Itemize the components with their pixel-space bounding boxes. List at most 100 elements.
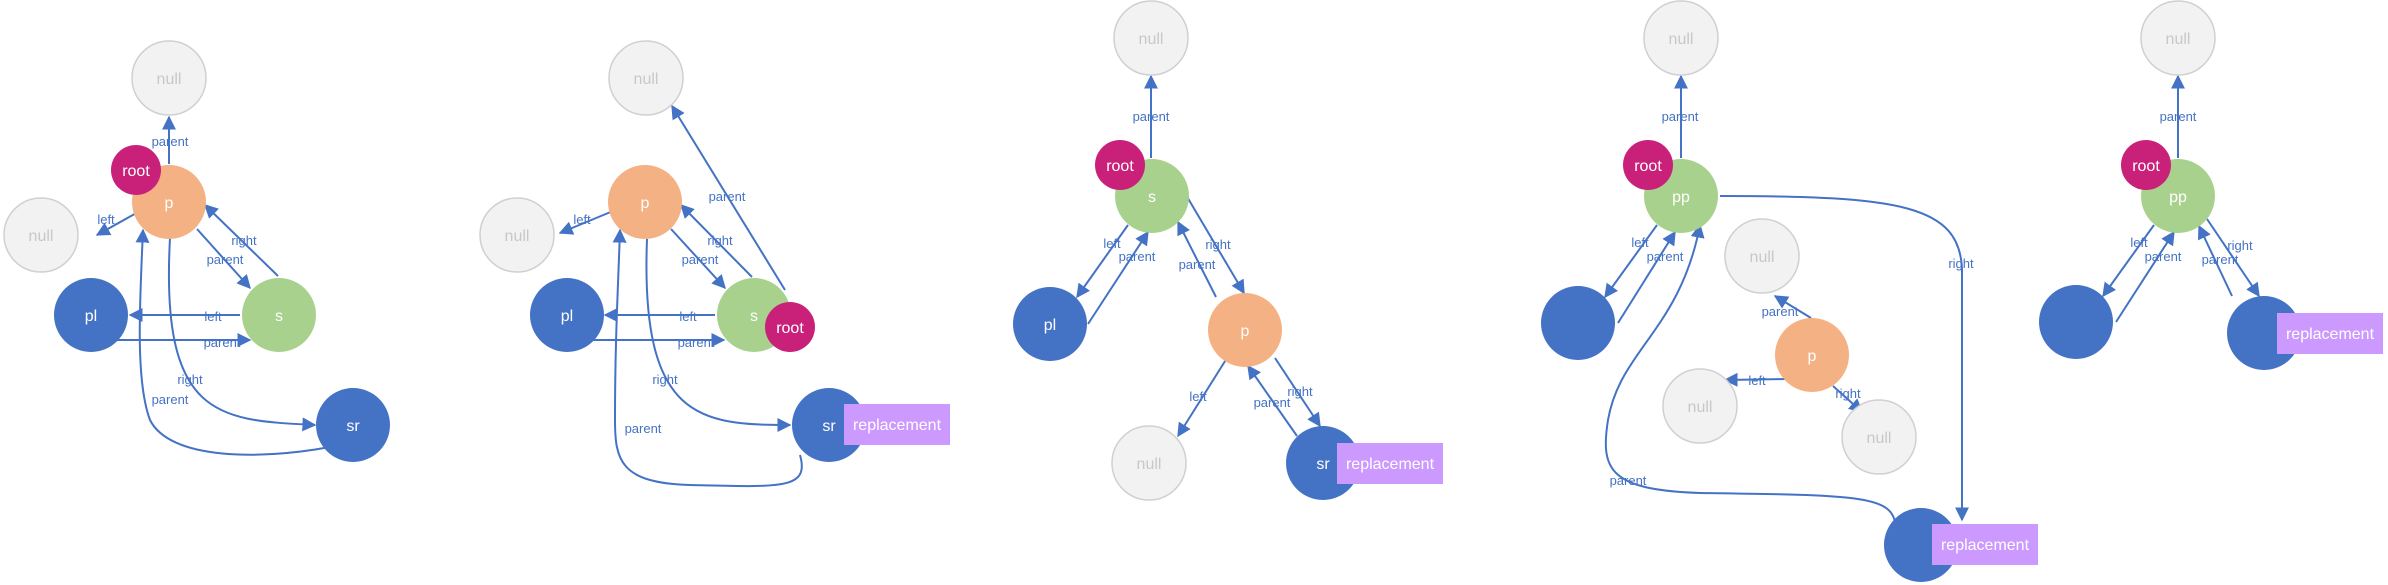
edge-pp-right-replacement: [1719, 195, 1969, 522]
edge-label-parent: parent: [207, 252, 244, 267]
edge-label-left: left: [204, 309, 222, 324]
edge-label-parent: parent: [2202, 252, 2239, 267]
null-node-label: null: [1688, 399, 1713, 416]
null-node-label: null: [505, 228, 530, 245]
edge-label-right: right: [2227, 238, 2253, 253]
edge-label-right: right: [1835, 386, 1861, 401]
node-sr: [316, 388, 390, 462]
edge-label-right: right: [231, 233, 257, 248]
edge-label-left: left: [2130, 235, 2148, 250]
panel-5-edges: [2102, 74, 2260, 323]
null-node: [1111, 425, 1187, 501]
edge-s-left-pl: [1076, 224, 1129, 299]
edge-label-parent: parent: [1610, 473, 1647, 488]
root-badge-label: root: [2132, 158, 2160, 175]
root-badge: [1623, 140, 1673, 190]
edge-replacement-parent-pp: [2198, 224, 2233, 297]
root-badge: [765, 302, 815, 352]
null-node-label: null: [2166, 31, 2191, 48]
node-sr-label: sr: [346, 418, 360, 435]
null-node: [1113, 0, 1189, 76]
edge-sr-parent-p: [612, 228, 803, 488]
node-sr-label: sr: [822, 418, 836, 435]
edge-p-left-null: [95, 210, 141, 236]
null-node-label: null: [634, 71, 659, 88]
null-node-label: null: [157, 71, 182, 88]
edge-label-right: right: [1205, 237, 1231, 252]
edge-label-parent: parent: [204, 335, 241, 350]
edge-p-left-null: [1723, 372, 1791, 387]
edge-label-parent: parent: [1133, 109, 1170, 124]
node-p: [1775, 318, 1849, 392]
edge-label-parent: parent: [709, 189, 746, 204]
replacement-tag-label: replacement: [2286, 326, 2375, 343]
node-pl: [1013, 287, 1087, 361]
edge-pp-left-blue: [2102, 224, 2155, 298]
replacement-tag: [2277, 313, 2383, 354]
panel-1-edges: [95, 115, 331, 456]
edge-label-right: right: [1287, 384, 1313, 399]
root-badge-label: root: [776, 320, 804, 337]
null-node: [131, 40, 207, 116]
replacement-tag-label: replacement: [1346, 456, 1435, 473]
edge-label-right: right: [1948, 256, 1974, 271]
edge-pp-left-blue: [1604, 224, 1658, 299]
null-node: [1662, 368, 1738, 444]
node-p-label: p: [641, 195, 650, 212]
null-node-label: null: [1669, 31, 1694, 48]
root-badge: [111, 145, 161, 195]
null-node: [2140, 0, 2216, 76]
panel-4-edges: [1604, 74, 1969, 523]
root-badge: [2121, 140, 2171, 190]
node-pl-label: pl: [85, 308, 97, 325]
edge-replacement-parent-pp: [1604, 223, 1896, 523]
node-s: [242, 278, 316, 352]
panel-4: null pp root null p null null replacemen…: [1541, 0, 2038, 582]
null-node-label: null: [1867, 430, 1892, 447]
edge-blue-parent-pp: [1617, 230, 1676, 324]
edge-label-parent: parent: [1762, 304, 1799, 319]
edge-blue-parent-pp: [2115, 230, 2175, 323]
edge-label-parent: parent: [1647, 249, 1684, 264]
node-pl: [530, 278, 604, 352]
edge-label-parent: parent: [1119, 249, 1156, 264]
node-s-label: s: [1148, 189, 1156, 206]
edge-label-left: left: [1748, 373, 1766, 388]
edge-p-right-s: [196, 228, 251, 290]
edge-s-parent-p: [203, 204, 279, 277]
edge-s-parent-null: [671, 104, 786, 291]
node-pp-label: pp: [2169, 189, 2187, 206]
node-p-label: p: [1241, 323, 1250, 340]
panel-2: null null p pl s root sr replacement par…: [479, 40, 950, 488]
edge-pl-parent-s: [1087, 230, 1149, 325]
node-p-label: p: [1808, 348, 1817, 365]
null-node: [608, 40, 684, 116]
null-node: [3, 197, 79, 273]
node-p-label: p: [165, 195, 174, 212]
edge-sr-parent-p: [1247, 364, 1298, 437]
edge-label-left: left: [97, 212, 115, 227]
panel-3-edges: [1076, 74, 1321, 438]
edge-label-right: right: [707, 233, 733, 248]
null-node: [1841, 399, 1917, 475]
node-s-label: s: [750, 308, 758, 325]
node-s-label: s: [275, 308, 283, 325]
edge-label-parent: parent: [1254, 395, 1291, 410]
edge-label-right: right: [652, 372, 678, 387]
node-pl-label: pl: [1044, 317, 1056, 334]
node-p: [1208, 293, 1282, 367]
node-pp-label: pp: [1672, 189, 1690, 206]
edge-label-parent: parent: [152, 134, 189, 149]
edge-label-parent: parent: [625, 421, 662, 436]
edge-p-right-sr: [167, 237, 317, 432]
null-node-label: null: [1750, 249, 1775, 266]
edge-label-parent: parent: [1179, 257, 1216, 272]
edge-label-left: left: [1103, 236, 1121, 251]
edge-p-right-sr: [1274, 357, 1321, 428]
node-sr-label: sr: [1316, 456, 1330, 473]
edge-label-parent: parent: [678, 335, 715, 350]
node-pl-label: pl: [561, 308, 573, 325]
node-p: [608, 165, 682, 239]
edge-p-left-null: [558, 210, 614, 235]
